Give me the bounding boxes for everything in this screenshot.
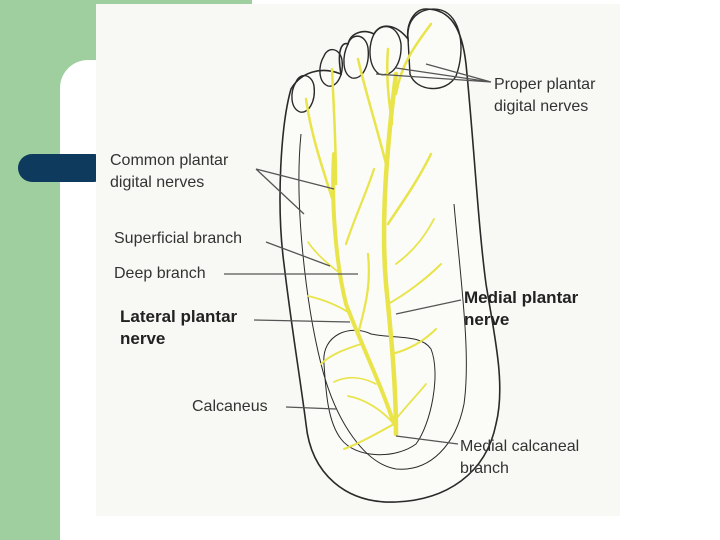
calcaneal-branch-3 [395,383,427,420]
label-common-line-1: Common plantar [110,152,229,169]
calcaneal-branch-1 [343,423,395,450]
digital-branch-2 [385,47,394,126]
leader-superficial-branch [265,241,331,267]
digital-branch-5 [304,97,336,206]
label-medial-line-2: nerve [464,310,510,329]
big-toe [407,8,462,90]
leader-calcaneus [285,406,337,410]
label-lateral-line-2: nerve [120,329,166,348]
leader-common-digital [255,168,335,215]
label-proper-line-1: Proper plantar [494,76,596,93]
navy-accent-pill [18,154,108,182]
digital-branch-3 [356,57,388,166]
calcaneal-branch-2 [347,395,395,425]
foot-nerve-diagram: Proper plantar digital nerves Common pla… [96,4,620,516]
fourth-toe [319,49,343,87]
calcaneal-branch-4 [333,376,377,385]
calcaneus-outline [323,329,436,456]
deep-branch-nerve [356,252,370,336]
lateral-side-branch-2 [320,343,362,365]
sole-contour [298,133,467,470]
medial-side-branch-1 [387,263,442,305]
lateral-side-branch-1 [307,295,352,315]
foot-illustration [224,8,501,503]
label-proper-plantar-digital-nerves: Proper plantar digital nerves [494,74,595,118]
label-medial-calcaneal-branch: Medial calcaneal branch [460,436,579,480]
label-superficial-branch: Superficial branch [114,230,243,247]
leader-lateral-plantar [253,319,351,323]
leader-medial-calcaneal [395,435,459,445]
medial-side-branch-2 [391,328,437,355]
label-deep-branch: Deep branch [114,265,206,282]
common-digital-branch-b [344,167,376,246]
second-toe [369,25,402,76]
digital-branch-4 [330,67,338,186]
label-calcaneal-line-2: branch [460,460,509,477]
label-common-plantar-digital-nerves: Common plantar digital nerves [110,150,228,194]
digital-branch-1 [394,22,433,96]
fifth-toe [291,75,315,113]
label-proper-line-2: digital nerves [494,98,589,115]
lateral-side-branch-3 [307,241,342,275]
leader-lines [224,63,492,445]
third-toe [343,35,369,79]
leader-proper-digital [375,63,492,83]
medial-plantar-nerve-trunk [381,71,399,437]
label-lateral-plantar-nerve: Lateral plantar nerve [120,306,237,350]
label-calcaneus: Calcaneus [192,398,268,415]
leader-medial-plantar [395,299,462,315]
label-common-line-2: digital nerves [110,174,205,191]
label-lateral-line-1: Lateral plantar [120,307,238,326]
label-calcaneal-line-1: Medial calcaneal [460,438,580,455]
medial-side-branch-3 [395,218,435,265]
label-medial-line-1: Medial plantar [464,288,579,307]
common-digital-branch-a [386,152,433,226]
nerve-network [304,22,442,450]
label-medial-plantar-nerve: Medial plantar nerve [464,287,578,331]
